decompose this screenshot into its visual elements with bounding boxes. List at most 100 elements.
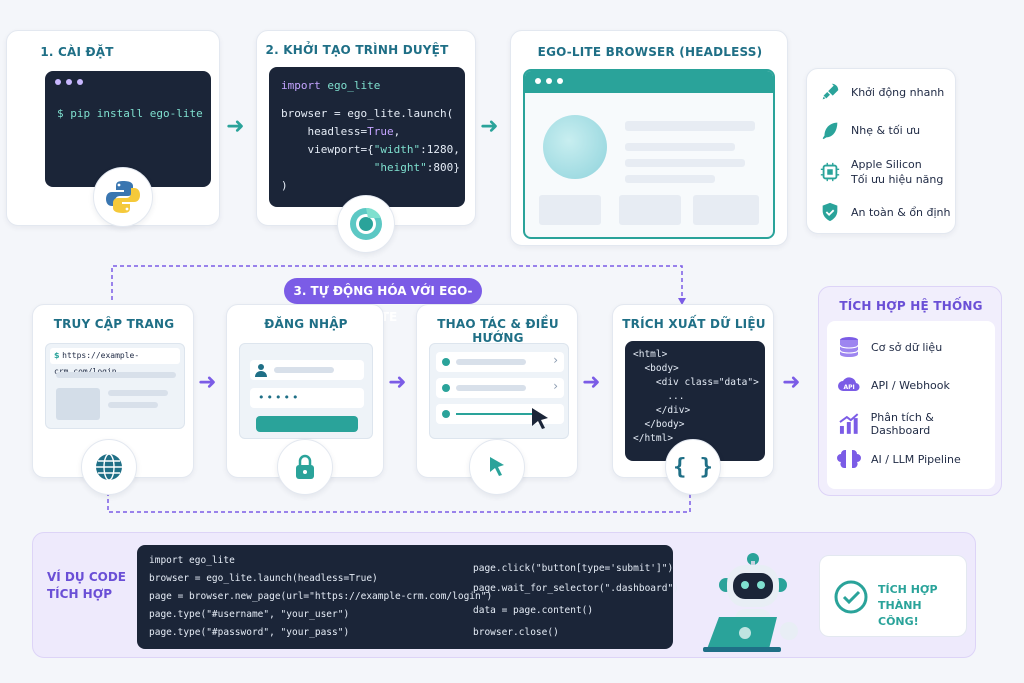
flow-title: TRÍCH XUẤT DỮ LIỆU [622, 317, 766, 331]
html-line: </html> [633, 433, 674, 444]
chevron-right-icon: › [553, 353, 558, 367]
placeholder-bar [108, 402, 158, 408]
example-code-line: page.click("button[type='submit']") [473, 563, 674, 574]
init-title: 2. KHỞI TẠO TRÌNH DUYỆT [265, 43, 449, 57]
html-line: ... [633, 391, 685, 402]
placeholder-bar [108, 390, 168, 396]
example-code-line: page.type("#username", "your_user") [149, 609, 350, 620]
feature-label: Apple Silicon [851, 158, 922, 171]
init-code-line-4: viewport={"width":1280, [281, 143, 460, 156]
example-code-line: page = browser.new_page(url="https://exa… [149, 591, 493, 602]
example-code-line: browser = ego_lite.launch(headless=True) [149, 573, 378, 584]
example-code-line: page.type("#password", "your_pass") [149, 627, 350, 638]
arrow-right-icon: ➜ [582, 370, 601, 395]
arrow-right-icon: ➜ [198, 370, 217, 395]
headless-browser-window [523, 69, 775, 239]
chrome-icon [337, 195, 395, 253]
integration-list: Cơ sở dữ liệu API API / Webhook Phân tíc… [827, 321, 995, 489]
flow-title: ĐĂNG NHẬP [264, 317, 348, 331]
placeholder-bar [625, 143, 735, 151]
robot-illustration [693, 539, 811, 655]
example-code-line: data = page.content() [473, 605, 594, 616]
example-title-line2: TÍCH HỢP [47, 587, 112, 601]
shield-icon [822, 202, 838, 222]
arrow-right-icon: ➜ [782, 370, 801, 395]
integration-label: AI / LLM Pipeline [871, 452, 961, 466]
login-form: ••••• [239, 343, 373, 439]
list-bullet-icon [442, 358, 450, 366]
braces-icon: { } [665, 439, 721, 495]
login-submit-button [256, 416, 358, 432]
feature-label: Khởi động nhanh [851, 85, 945, 99]
image-placeholder [56, 388, 100, 420]
arrow-right-icon: ➜ [226, 114, 245, 139]
automation-badge: 3. TỰ ĐỘNG HÓA VỚI EGO-LITE [284, 278, 482, 324]
success-card: TÍCH HỢP THÀNH CÔNG! [819, 555, 967, 637]
example-title-line1: VÍ DỤ CODE [47, 570, 126, 584]
placeholder-bar [625, 175, 715, 183]
placeholder-bar [625, 121, 755, 131]
chevron-right-icon: › [553, 379, 558, 393]
cursor-icon [469, 439, 525, 495]
init-code-line-5: "height":800} [373, 161, 460, 174]
init-code-line-2: browser = ego_lite.launch( [281, 107, 454, 120]
list-item: › [436, 352, 564, 372]
mouse-pointer-icon [532, 408, 548, 429]
success-line1: TÍCH HỢP [878, 583, 938, 596]
integration-item-api: API API / Webhook [837, 373, 950, 397]
init-code-line-3: headless=True, [281, 125, 401, 138]
api-icon: API [838, 377, 860, 392]
integration-item-database: Cơ sở dữ liệu [837, 335, 942, 359]
placeholder-block [539, 195, 601, 225]
integration-item-ai: AI / LLM Pipeline [837, 447, 961, 471]
window-dots-icon [55, 79, 83, 85]
html-line: <div class="data"> [633, 377, 759, 388]
url-bar: $ https://example-crm.com/login [50, 348, 180, 376]
flow-navigate-card: THAO TÁC & ĐIỀU HƯỚNG › › [416, 304, 578, 495]
feature-label: Nhẹ & tối ưu [851, 123, 921, 137]
feature-label: An toàn & ổn định [851, 205, 951, 219]
example-code-line: import ego_lite [149, 555, 235, 566]
integration-label: Cơ sở dữ liệu [871, 340, 943, 354]
dollar-icon: $ [54, 351, 60, 360]
integration-card: TÍCH HỢP HỆ THỐNG Cơ sở dữ liệu API API … [818, 286, 1002, 496]
feather-icon [822, 122, 838, 140]
list-bullet-icon [442, 410, 450, 418]
html-line: </body> [633, 419, 685, 430]
init-code-line-1: import ego_lite [281, 79, 381, 92]
install-card: 1. CÀI ĐẶT $ pip install ego-lite [6, 30, 220, 227]
python-icon [93, 167, 153, 227]
feature-fast-start: Khởi động nhanh [819, 81, 944, 103]
integration-item-analytics: Phân tích & Dashboard [837, 411, 995, 437]
integration-title: TÍCH HỢP HỆ THỐNG [839, 299, 983, 313]
flow-title: THAO TÁC & ĐIỀU HƯỚNG [437, 317, 559, 345]
init-card: 2. KHỞI TẠO TRÌNH DUYỆT import ego_lite … [256, 30, 476, 253]
install-title: 1. CÀI ĐẶT [40, 45, 114, 59]
example-section: VÍ DỤ CODE TÍCH HỢP import ego_lite brow… [32, 532, 976, 658]
success-line2: THÀNH CÔNG! [878, 599, 922, 628]
init-code-line-6: ) [281, 179, 288, 192]
rocket-icon [822, 83, 839, 100]
list-bullet-icon [442, 384, 450, 392]
browser-card: EGO-LITE BROWSER (HEADLESS) [510, 30, 788, 246]
install-command: $ pip install ego-lite [57, 107, 203, 120]
placeholder-block [693, 195, 759, 225]
user-icon [255, 364, 267, 377]
password-field: ••••• [250, 388, 364, 408]
browser-title: EGO-LITE BROWSER (HEADLESS) [537, 45, 763, 59]
placeholder-bar [56, 372, 176, 378]
init-code-panel: import ego_lite browser = ego_lite.launc… [269, 67, 465, 207]
feature-sublabel: Tối ưu hiệu năng [851, 173, 944, 186]
integration-label: Phân tích & Dashboard [870, 411, 934, 437]
flow-visit-page-card: TRUY CẬP TRANG $ https://example-crm.com… [32, 304, 194, 495]
globe-icon [81, 439, 137, 495]
list-item: › [436, 378, 564, 398]
database-icon [839, 337, 859, 357]
example-title: VÍ DỤ CODE TÍCH HỢP [47, 569, 126, 603]
feature-lightweight: Nhẹ & tối ưu [819, 119, 920, 141]
url-text: https://example-crm.com/login [54, 351, 140, 376]
chip-icon [820, 162, 840, 182]
feature-text: Apple Silicon Tối ưu hiệu năng [851, 157, 943, 187]
lock-icon [277, 439, 333, 495]
example-code-line: page.wait_for_selector(".dashboard") [473, 583, 679, 594]
